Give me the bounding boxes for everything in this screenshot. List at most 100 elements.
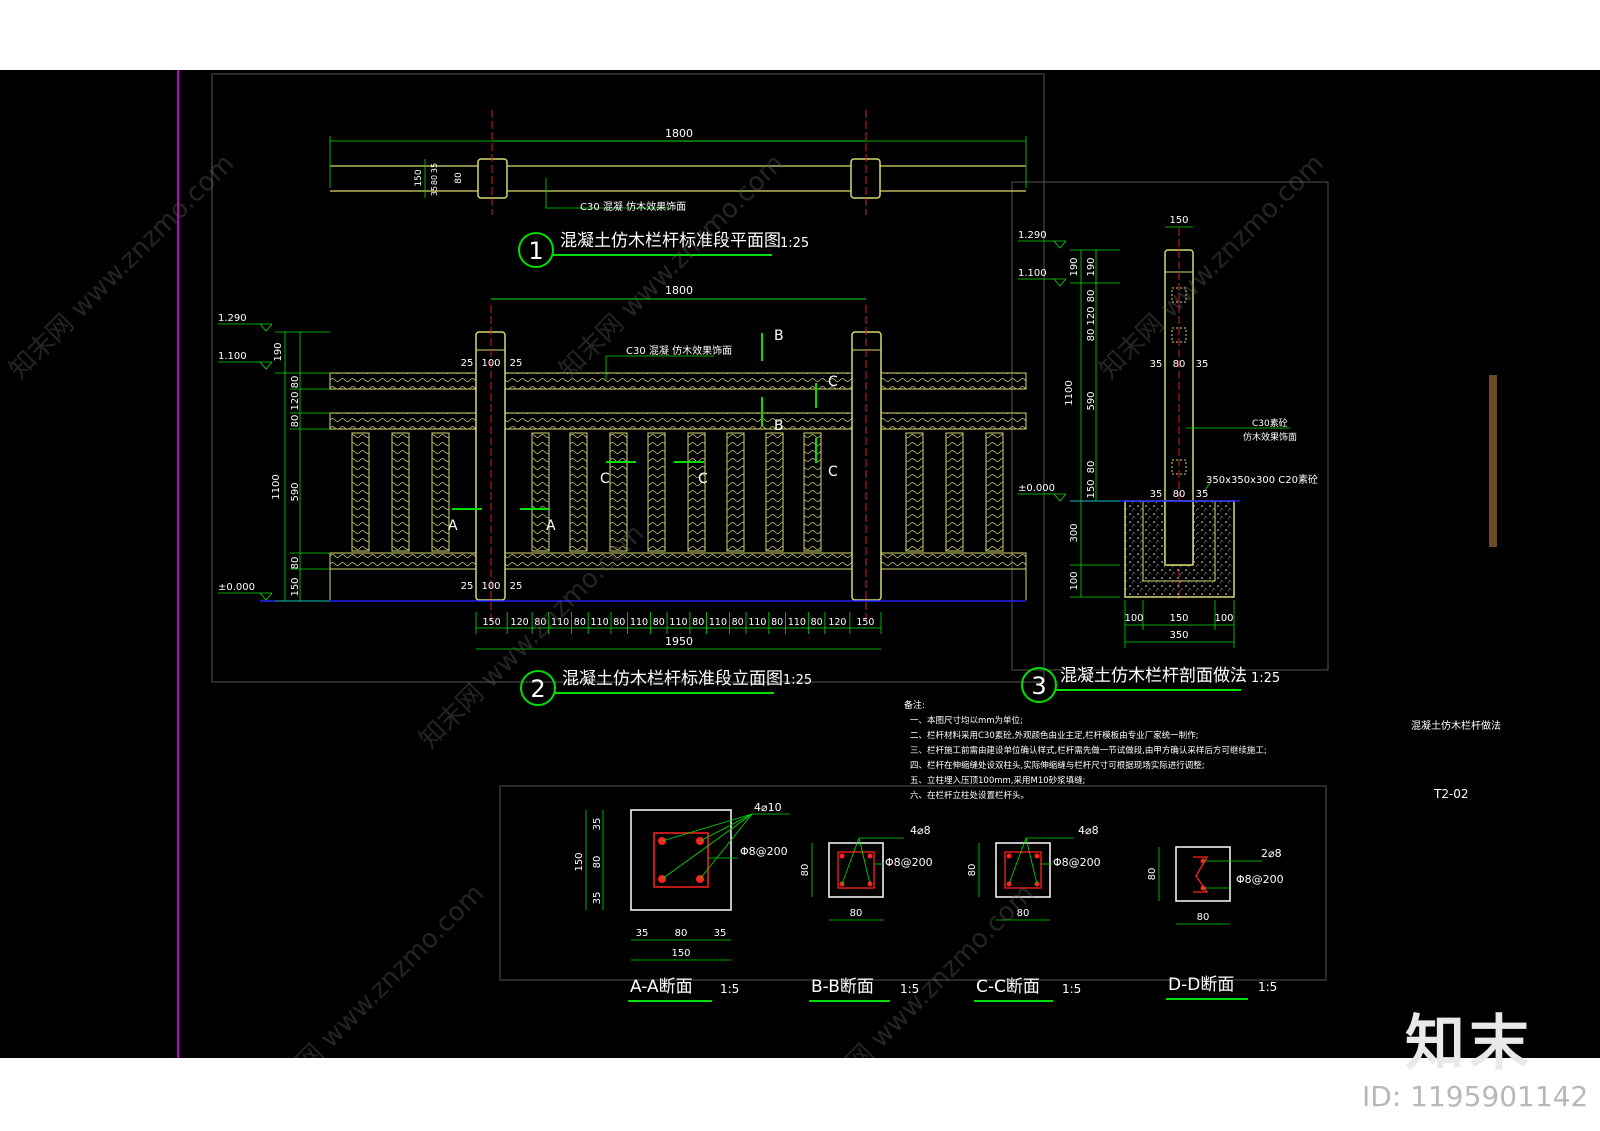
elev-dim-190: 190 — [273, 342, 284, 361]
section-d-d: 2⌀8 Φ8@200 80 80 D-D断面 1:5 — [1147, 846, 1284, 1000]
plan-dim-35b: 35 — [430, 186, 439, 196]
cc-rebar: 4⌀8 — [1078, 824, 1099, 837]
section-material-2: 仿木效果饰面 — [1243, 431, 1297, 443]
baluster — [569, 432, 588, 552]
elev-dim-120: 120 — [290, 391, 301, 410]
sections-frame — [499, 785, 1327, 981]
notes-item-4: 四、栏杆在伸缩缝处设双柱头,实际伸缩缝与栏杆尺寸可根据现场实际进行调整; — [910, 760, 1205, 771]
elevation-title: 混凝土仿木栏杆标准段立面图 — [562, 669, 783, 689]
elev-bottom-dim: 110 — [788, 617, 806, 628]
aa-dim-v-b: 80 — [592, 856, 603, 869]
section-bottom-total: 350 — [1169, 630, 1188, 641]
cc-title: C-C断面 — [976, 977, 1040, 997]
elev-bottom-dim: 80 — [574, 617, 586, 628]
section-view: 150 35 80 35 35 80 35 C30素砼 仿木效果饰面 350x3… — [1018, 215, 1318, 703]
baluster — [945, 432, 964, 552]
notes-heading: 备注: — [904, 699, 925, 711]
watermark-text-6: 知末网 www.znzmo.com — [804, 879, 1040, 1058]
elevation-frame — [211, 73, 1045, 683]
section-dim-mid-c: 35 — [1196, 359, 1209, 370]
section-bottom-dim-b: 150 — [1169, 613, 1188, 624]
notes-item-3: 三、栏杆施工前需由建设单位确认样式,栏杆需先做一节试做段,由甲方确认采样后方可继… — [910, 745, 1267, 756]
bb-rebar: 4⌀8 — [910, 824, 931, 837]
section-dim-top: 150 — [1169, 215, 1188, 226]
section-view-number: 3 — [1031, 672, 1046, 700]
dd-dim-h: 80 — [1197, 912, 1210, 923]
plan-dim-80: 80 — [430, 175, 439, 185]
watermark-text-5: 知末网 www.znzmo.com — [254, 879, 490, 1058]
elev-bottom-dim: 80 — [811, 617, 823, 628]
section-mark-c-right-top: C — [828, 374, 838, 390]
baluster — [687, 432, 706, 552]
elev-post-top-dim-a: 25 — [461, 358, 474, 369]
watermark-overlay: 知末网 www.znzmo.com 知末网 www.znzmo.com 知末网 … — [4, 149, 1330, 1058]
aa-dim-v-a: 35 — [592, 818, 603, 831]
elev-post-top-dim-c: 25 — [510, 358, 523, 369]
dd-stirrup: Φ8@200 — [1236, 873, 1284, 886]
section-dim-inner-80a: 80 — [1086, 290, 1097, 303]
cc-dim-h: 80 — [1017, 908, 1030, 919]
section-dim-inner-80c: 80 — [1086, 461, 1097, 474]
watermark-text-1: 知末网 www.znzmo.com — [4, 149, 240, 385]
elev-dim-150: 150 — [290, 577, 301, 596]
section-a-a: 4⌀10 Φ8@200 35 80 35 150 35 80 35 150 A-… — [574, 801, 790, 1002]
plan-view-number-circle — [518, 232, 554, 268]
elev-post-top-dim-b: 100 — [481, 358, 500, 369]
elev-level-ground: ±0.000 — [218, 582, 255, 593]
elev-bottom-dim: 110 — [748, 617, 766, 628]
dd-title: D-D断面 — [1168, 975, 1234, 995]
elev-post-bot-dim-b: 100 — [481, 581, 500, 592]
baluster — [985, 432, 1004, 552]
plan-dim-span: 1800 — [665, 127, 693, 140]
section-dim-outer-190: 190 — [1069, 257, 1080, 276]
aa-dim-h-a: 35 — [636, 928, 649, 939]
elevation-number-circle — [520, 670, 556, 706]
section-dim-mid-b: 80 — [1173, 359, 1186, 370]
aa-scale: 1:5 — [720, 982, 739, 996]
section-dim-inner-150: 150 — [1086, 479, 1097, 498]
notes-item-5: 五、立柱埋入压顶100mm,采用M10砂浆填缝; — [910, 775, 1086, 786]
elev-bottom-dim: 80 — [534, 617, 546, 628]
watermark-text-3: 知末网 www.znzmo.com — [1094, 149, 1330, 385]
aa-rebar: 4⌀10 — [754, 801, 782, 814]
plan-dim-35a: 35 — [430, 163, 439, 173]
aa-dim-h-c: 35 — [714, 928, 727, 939]
elev-post-bot-dim-c: 25 — [510, 581, 523, 592]
cad-canvas: 1800 150 35 80 35 80 C30 混凝 仿木效果饰面 1 混凝土… — [0, 70, 1600, 1058]
section-mark-a-right: A — [546, 518, 556, 534]
drawing-number: T2-02 — [1433, 787, 1469, 801]
top-rail — [329, 372, 1027, 390]
baluster — [391, 432, 410, 552]
section-dim-mid2-a: 35 — [1150, 489, 1163, 500]
baluster — [905, 432, 924, 552]
plan-view-scale: 1:25 — [780, 236, 809, 251]
plan-note: C30 混凝 仿木效果饰面 — [580, 200, 686, 213]
cc-dim-v: 80 — [967, 864, 978, 877]
section-view-scale: 1:25 — [1251, 671, 1280, 686]
baluster — [351, 432, 370, 552]
elev-dim-1100: 1100 — [271, 474, 282, 499]
plan-view-number: 1 — [528, 237, 543, 265]
elev-bottom-dim: 150 — [856, 617, 874, 628]
section-mark-c-mid: C — [698, 471, 708, 487]
elev-note: C30 混凝 仿木效果饰面 — [626, 344, 732, 357]
side-color-strip — [1489, 375, 1497, 547]
bb-scale: 1:5 — [900, 982, 919, 996]
elev-level-top: 1.290 — [218, 313, 247, 324]
bb-dim-h: 80 — [850, 908, 863, 919]
section-c-c: 4⌀8 Φ8@200 80 80 C-C断面 1:5 — [967, 824, 1101, 1002]
notes-item-6: 六、在栏杆立柱处设置栏杆头。 — [910, 790, 1029, 801]
elev-bottom-dim: 120 — [828, 617, 846, 628]
bb-stirrup: Φ8@200 — [885, 856, 933, 869]
plan-view: 1800 150 35 80 35 80 C30 混凝 仿木效果饰面 1 混凝土… — [329, 110, 1027, 268]
section-view-title: 混凝土仿木栏杆剖面做法 — [1060, 666, 1247, 686]
drawing-name: 混凝土仿木栏杆做法 — [1411, 719, 1501, 732]
section-mark-b-bottom: B — [774, 418, 784, 434]
elev-level-rail: 1.100 — [218, 351, 247, 362]
section-dim-mid2-c: 35 — [1196, 489, 1209, 500]
elevation-number: 2 — [530, 675, 545, 703]
cad-drawing: 1800 150 35 80 35 80 C30 混凝 仿木效果饰面 1 混凝土… — [4, 70, 1501, 1058]
aa-title: A-A断面 — [630, 977, 693, 997]
aa-stirrup: Φ8@200 — [740, 845, 788, 858]
aa-dim-h-total: 150 — [671, 948, 690, 959]
